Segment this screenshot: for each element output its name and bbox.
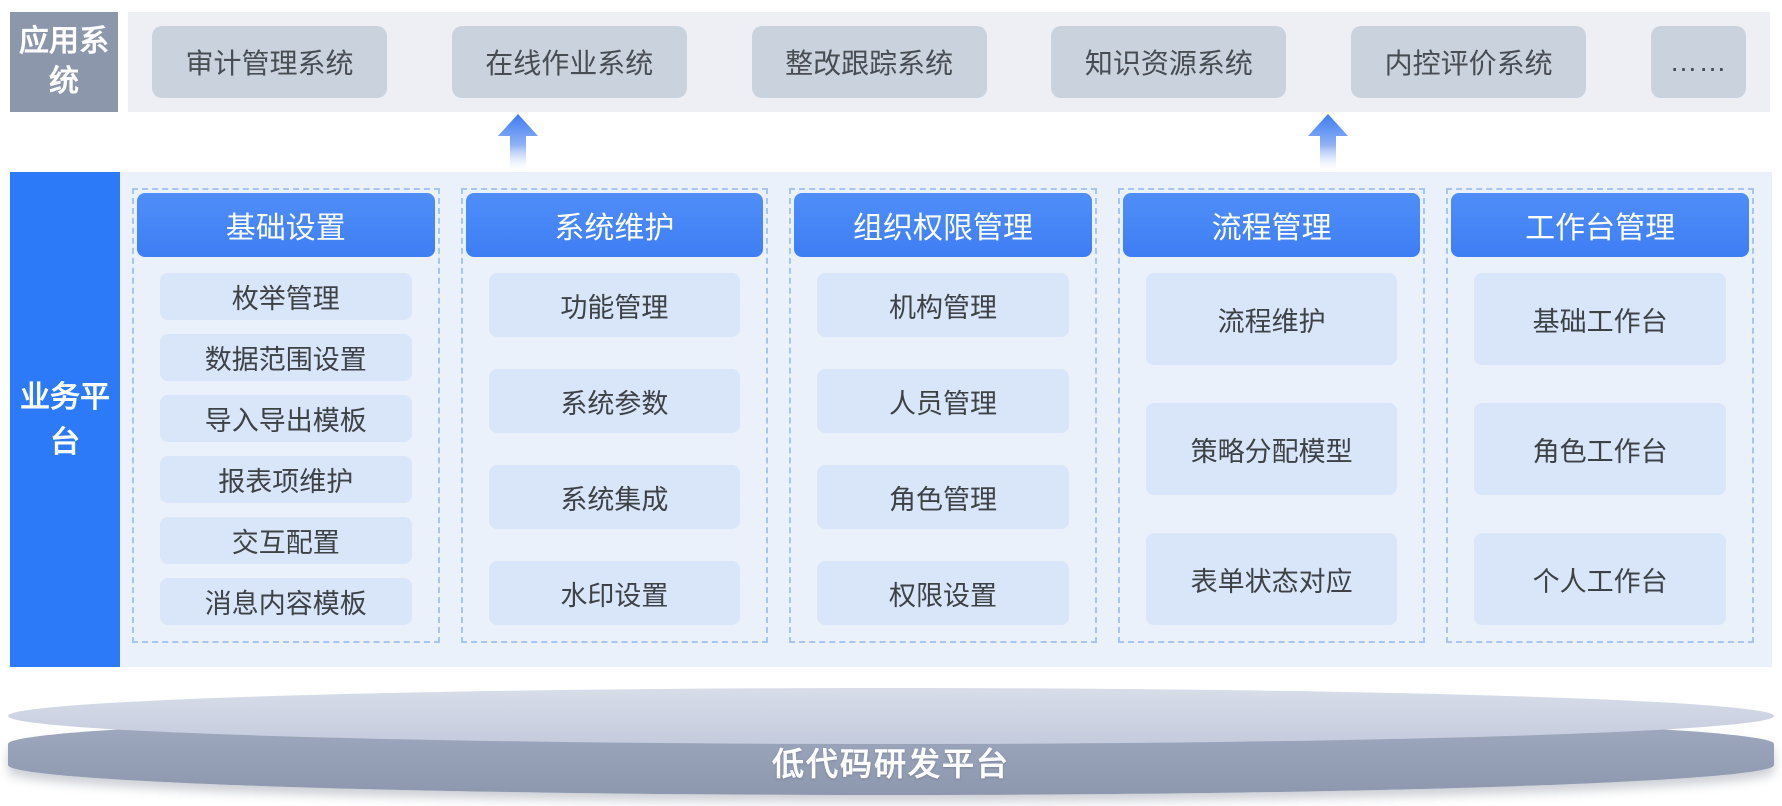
business-platform-panel: 业务平台 基础设置 枚举管理 数据范围设置 导入导出模板 报表项维护 交互配置 … (10, 172, 1772, 667)
module-group-header: 系统维护 (465, 193, 764, 257)
module-group-org-permission: 组织权限管理 机构管理 人员管理 角色管理 权限设置 (789, 188, 1097, 643)
up-arrow-icon (1308, 114, 1348, 170)
module-item: 功能管理 (488, 273, 741, 337)
foundation-disk: 低代码研发平台 (8, 688, 1774, 795)
module-item: 数据范围设置 (160, 334, 412, 381)
module-item: 水印设置 (488, 561, 741, 625)
module-item: 个人工作台 (1474, 533, 1726, 625)
module-group-header: 流程管理 (1122, 193, 1421, 257)
application-systems-strip: 审计管理系统 在线作业系统 整改跟踪系统 知识资源系统 内控评价系统 …… (128, 12, 1770, 112)
module-group-header: 基础设置 (137, 193, 435, 257)
module-group-basic-settings: 基础设置 枚举管理 数据范围设置 导入导出模板 报表项维护 交互配置 消息内容模… (132, 188, 440, 643)
module-group-process-management: 流程管理 流程维护 策略分配模型 表单状态对应 (1117, 188, 1426, 643)
business-platform-label: 业务平台 (10, 172, 120, 667)
system-box-internal-control-evaluation: 内控评价系统 (1351, 26, 1587, 98)
module-item: 策略分配模型 (1145, 403, 1398, 495)
module-group-items: 流程维护 策略分配模型 表单状态对应 (1123, 257, 1421, 638)
module-item: 报表项维护 (160, 456, 412, 503)
application-systems-row: 应用系统 审计管理系统 在线作业系统 整改跟踪系统 知识资源系统 内控评价系统 … (10, 12, 1770, 112)
module-item: 系统参数 (488, 369, 741, 433)
module-item: 枚举管理 (160, 273, 412, 320)
module-item: 交互配置 (160, 517, 412, 564)
module-item: 导入导出模板 (160, 395, 412, 442)
module-item: 人员管理 (817, 369, 1069, 433)
module-group-header: 组织权限管理 (794, 193, 1092, 257)
module-item: 权限设置 (817, 561, 1069, 625)
system-box-online-operation: 在线作业系统 (451, 26, 687, 98)
system-box-rectification-tracking: 整改跟踪系统 (751, 26, 987, 98)
module-item: 角色管理 (817, 465, 1069, 529)
foundation-disk-top (8, 688, 1774, 744)
module-item: 表单状态对应 (1145, 533, 1398, 625)
module-group-items: 枚举管理 数据范围设置 导入导出模板 报表项维护 交互配置 消息内容模板 (137, 257, 435, 638)
foundation-label: 低代码研发平台 (771, 746, 1010, 782)
module-item: 系统集成 (488, 465, 741, 529)
module-group-items: 机构管理 人员管理 角色管理 权限设置 (794, 257, 1092, 638)
module-item: 基础工作台 (1474, 273, 1726, 365)
system-box-ellipsis: …… (1650, 26, 1746, 98)
module-groups: 基础设置 枚举管理 数据范围设置 导入导出模板 报表项维护 交互配置 消息内容模… (120, 172, 1772, 667)
module-group-workbench-management: 工作台管理 基础工作台 角色工作台 个人工作台 (1446, 188, 1754, 643)
application-systems-label: 应用系统 (10, 12, 118, 112)
module-item: 流程维护 (1145, 273, 1398, 365)
module-item: 消息内容模板 (160, 578, 412, 625)
up-arrow-icon (498, 114, 538, 170)
system-box-knowledge-resource: 知识资源系统 (1051, 26, 1287, 98)
module-group-system-maintenance: 系统维护 功能管理 系统参数 系统集成 水印设置 (460, 188, 769, 643)
module-group-items: 基础工作台 角色工作台 个人工作台 (1451, 257, 1749, 638)
module-item: 机构管理 (817, 273, 1069, 337)
module-group-items: 功能管理 系统参数 系统集成 水印设置 (466, 257, 764, 638)
module-group-header: 工作台管理 (1451, 193, 1749, 257)
module-item: 角色工作台 (1474, 403, 1726, 495)
system-box-audit-management: 审计管理系统 (152, 26, 387, 98)
